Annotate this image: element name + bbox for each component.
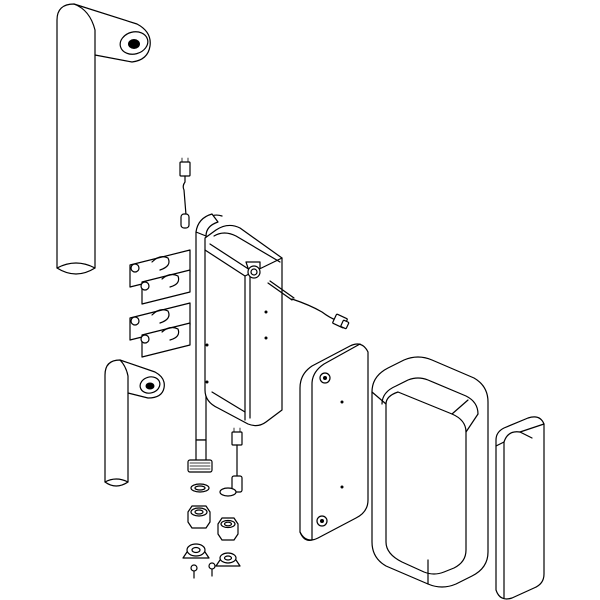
pipe-clip-right (215, 552, 241, 567)
exchanger-outlet-pipe (187, 439, 213, 493)
clamp-bracket-lower (129, 302, 191, 358)
lower-l-pipe (104, 359, 165, 487)
upper-l-pipe (56, 3, 151, 275)
side-sensor-cable (267, 280, 350, 330)
insulation-cover-frame (371, 356, 489, 588)
insulation-back-plate (299, 343, 369, 541)
screw-2 (208, 562, 216, 577)
pipe-clip-left (182, 543, 210, 559)
bottom-sensor-connector (219, 427, 243, 497)
clamp-bracket-upper (129, 249, 191, 305)
top-sensor-connector (179, 157, 191, 229)
insulation-end-cap (495, 416, 545, 600)
heat-exchanger-body (195, 213, 283, 441)
fitting-nut-large (187, 505, 211, 529)
screw-1 (190, 564, 198, 579)
pipe-bore (145, 382, 155, 390)
fitting-nut-small (217, 517, 239, 541)
pipe-bore (128, 39, 140, 49)
